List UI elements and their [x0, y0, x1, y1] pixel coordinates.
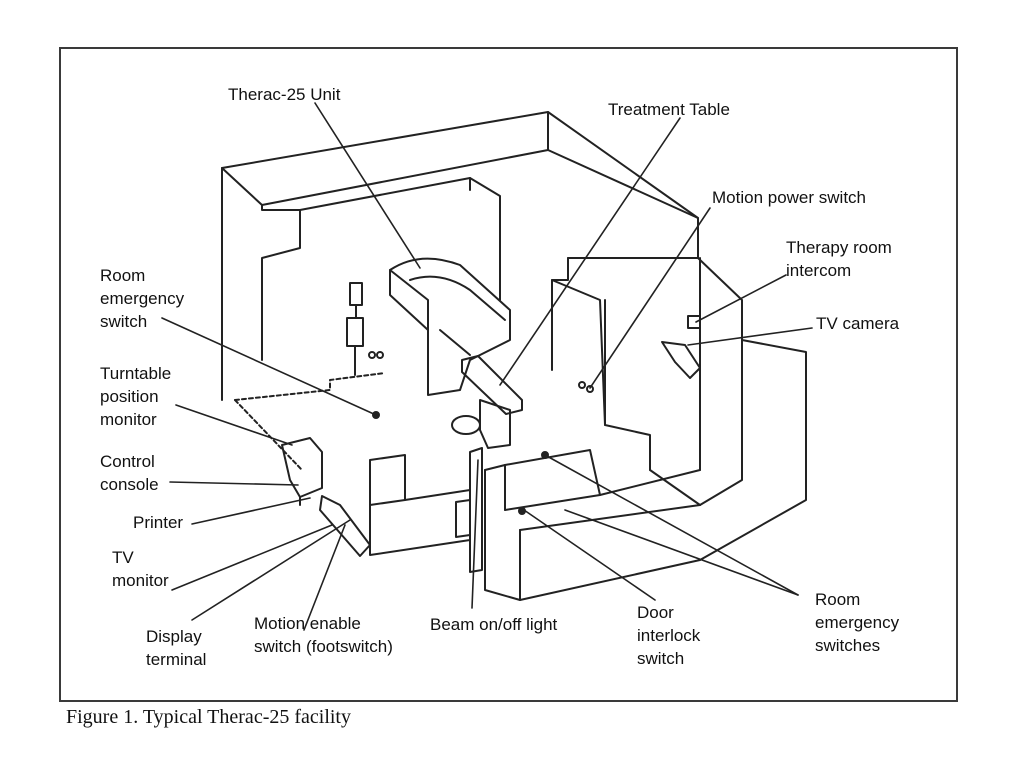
label-therapy-intercom-1: Therapy room	[786, 238, 892, 257]
label-motion-enable-2: switch (footswitch)	[254, 637, 393, 656]
turntable-boundary	[234, 372, 386, 401]
label-turntable-monitor-3: monitor	[100, 410, 157, 429]
label-tv-monitor-2: monitor	[112, 571, 169, 590]
label-display-terminal-1: Display	[146, 627, 202, 646]
label-room-emergency-switches-1: Room	[815, 590, 861, 609]
therac-unit	[389, 257, 511, 396]
label-treatment-table: Treatment Table	[608, 100, 730, 119]
turntable-boundary-edge	[234, 399, 303, 471]
label-room-emergency-switches-3: switches	[815, 636, 881, 655]
label-printer: Printer	[133, 513, 184, 532]
leader-lines	[161, 102, 813, 631]
label-room-emergency-switches-2: emergency	[815, 613, 900, 632]
figure-caption: Figure 1. Typical Therac-25 facility	[66, 706, 351, 728]
label-room-emergency-switch-1: Room	[100, 266, 146, 285]
treatment-table	[451, 355, 523, 449]
label-room-emergency-switch-3: switch	[100, 312, 148, 331]
wall-box-bottom	[346, 317, 364, 347]
label-therac-unit: Therac-25 Unit	[228, 85, 341, 104]
tv-camera-shape	[661, 341, 701, 379]
label-control-console-2: console	[100, 475, 159, 494]
room-walls	[221, 111, 807, 601]
label-turntable-monitor-2: position	[100, 387, 159, 406]
label-tv-monitor-1: TV	[112, 548, 134, 567]
diagram-frame	[59, 47, 958, 702]
label-display-terminal-2: terminal	[146, 650, 207, 669]
label-therapy-intercom-2: intercom	[786, 261, 852, 280]
label-door-interlock-3: switch	[637, 649, 685, 668]
label-motion-enable-1: Motion enable	[254, 614, 361, 633]
label-motion-power-switch: Motion power switch	[712, 188, 867, 207]
label-tv-camera: TV camera	[816, 314, 900, 333]
label-beam-light: Beam on/off light	[430, 615, 558, 634]
label-control-console-1: Control	[100, 452, 155, 471]
label-door-interlock-2: interlock	[637, 626, 701, 645]
label-door-interlock-1: Door	[637, 603, 674, 622]
beam-light-box	[455, 499, 471, 538]
wall-box-top	[349, 282, 363, 306]
control-console	[281, 437, 371, 557]
label-turntable-monitor-1: Turntable	[100, 364, 172, 383]
intercom-box	[687, 315, 701, 329]
label-room-emergency-switch-2: emergency	[100, 289, 185, 308]
